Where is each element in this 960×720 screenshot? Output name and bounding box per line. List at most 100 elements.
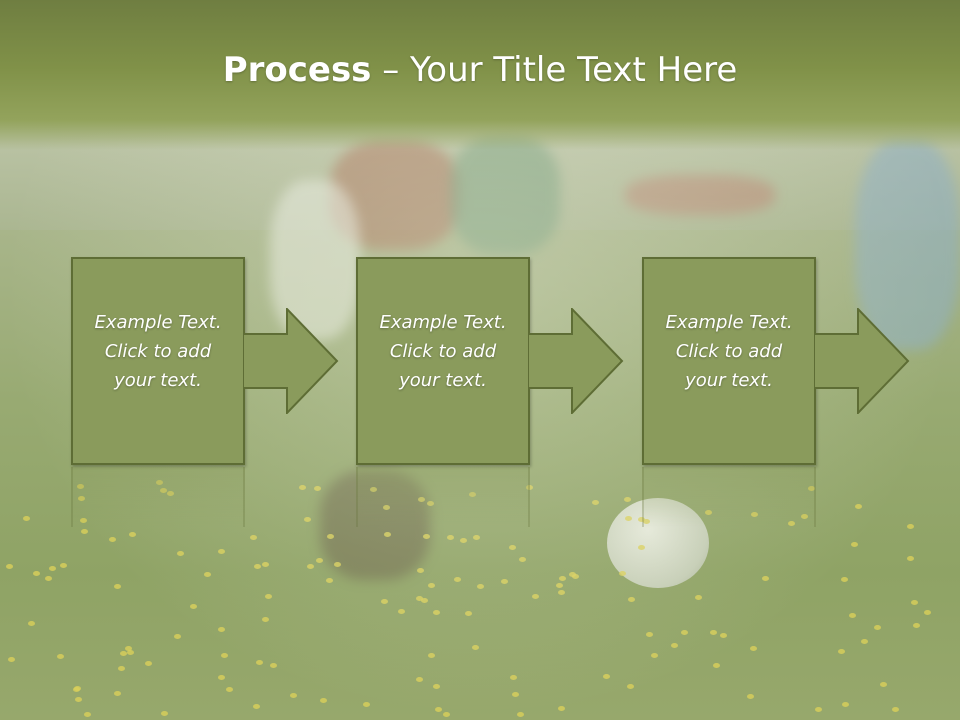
background-vehicle xyxy=(625,175,775,215)
dandelion xyxy=(705,510,712,515)
dandelion xyxy=(646,632,653,637)
dandelion xyxy=(84,712,91,717)
dandelion xyxy=(77,484,84,489)
dandelion xyxy=(433,684,440,689)
dandelion xyxy=(603,674,610,679)
dandelion xyxy=(427,501,434,506)
dandelion xyxy=(428,653,435,658)
step-2-reflection xyxy=(356,467,530,527)
dandelion xyxy=(751,512,758,517)
dandelion xyxy=(114,691,121,696)
dandelion xyxy=(880,682,887,687)
dandelion xyxy=(254,564,261,569)
dandelion xyxy=(435,707,442,712)
dandelion xyxy=(638,517,645,522)
dandelion xyxy=(265,594,272,599)
dandelion xyxy=(750,646,757,651)
dandelion xyxy=(363,702,370,707)
dandelion xyxy=(572,574,579,579)
dandelion xyxy=(465,611,472,616)
step-2-text[interactable]: Example Text. Click to add your text. xyxy=(379,311,507,391)
dandelion xyxy=(509,545,516,550)
dandelion xyxy=(681,630,688,635)
dandelion xyxy=(651,653,658,658)
step-1-reflection xyxy=(71,467,245,527)
dandelion xyxy=(256,660,263,665)
dandelion xyxy=(167,491,174,496)
dandelion xyxy=(145,661,152,666)
dandelion xyxy=(218,675,225,680)
dandelion xyxy=(250,535,257,540)
dandelion xyxy=(423,534,430,539)
dandelion xyxy=(6,564,13,569)
process-step-3[interactable]: Example Text. Click to add your text. xyxy=(642,257,816,465)
title-bold-part: Process xyxy=(222,50,372,90)
dandelion xyxy=(120,651,127,656)
dandelion xyxy=(624,497,631,502)
dandelion xyxy=(428,583,435,588)
dandelion xyxy=(304,517,311,522)
process-step-2[interactable]: Example Text. Click to add your text. xyxy=(356,257,530,465)
arrow-right-icon xyxy=(814,308,910,414)
dandelion xyxy=(556,583,563,588)
dandelion xyxy=(314,486,321,491)
dandelion xyxy=(156,480,163,485)
dandelion xyxy=(326,578,333,583)
dandelion xyxy=(851,542,858,547)
dandelion xyxy=(447,535,454,540)
dandelion xyxy=(125,646,132,651)
dandelion xyxy=(911,600,918,605)
dandelion xyxy=(815,707,822,712)
dandelion xyxy=(473,535,480,540)
dandelion xyxy=(433,610,440,615)
dandelion xyxy=(592,500,599,505)
dandelion xyxy=(190,604,197,609)
dandelion xyxy=(23,516,30,521)
process-step-1[interactable]: Example Text. Click to add your text. xyxy=(71,257,245,465)
dandelion xyxy=(532,594,539,599)
dandelion xyxy=(327,534,334,539)
dandelion xyxy=(558,706,565,711)
dandelion xyxy=(710,630,717,635)
dandelion xyxy=(788,521,795,526)
dandelion xyxy=(28,621,35,626)
dandelion xyxy=(477,584,484,589)
dandelion xyxy=(913,623,920,628)
step-1-text[interactable]: Example Text. Click to add your text. xyxy=(94,311,222,391)
dandelion xyxy=(262,617,269,622)
dandelion xyxy=(384,532,391,537)
dandelion xyxy=(907,524,914,529)
dandelion xyxy=(253,704,260,709)
slide-title[interactable]: Process – Your Title Text Here xyxy=(0,50,960,90)
dandelion xyxy=(569,572,576,577)
dandelion xyxy=(519,557,526,562)
dandelion xyxy=(517,712,524,717)
dandelion xyxy=(75,697,82,702)
dandelion xyxy=(78,496,85,501)
dandelion xyxy=(874,625,881,630)
dandelion xyxy=(892,707,899,712)
dandelion xyxy=(801,514,808,519)
dandelion xyxy=(861,639,868,644)
dandelion xyxy=(907,556,914,561)
dandelion xyxy=(643,519,650,524)
dandelion xyxy=(627,684,634,689)
dandelion xyxy=(838,649,845,654)
dandelion xyxy=(226,687,233,692)
dandelion xyxy=(469,492,476,497)
dandelion xyxy=(127,650,134,655)
dandelion xyxy=(177,551,184,556)
dandelion xyxy=(49,566,56,571)
dandelion xyxy=(57,654,64,659)
dandelion xyxy=(501,579,508,584)
dandelion xyxy=(808,486,815,491)
step-3-text[interactable]: Example Text. Click to add your text. xyxy=(665,311,793,391)
dandelion xyxy=(628,597,635,602)
step-3-reflection xyxy=(642,467,816,527)
dandelion xyxy=(109,537,116,542)
dandelion xyxy=(204,572,211,577)
dandelion xyxy=(161,711,168,716)
dandelion xyxy=(417,568,424,573)
background-player-green xyxy=(450,135,560,255)
